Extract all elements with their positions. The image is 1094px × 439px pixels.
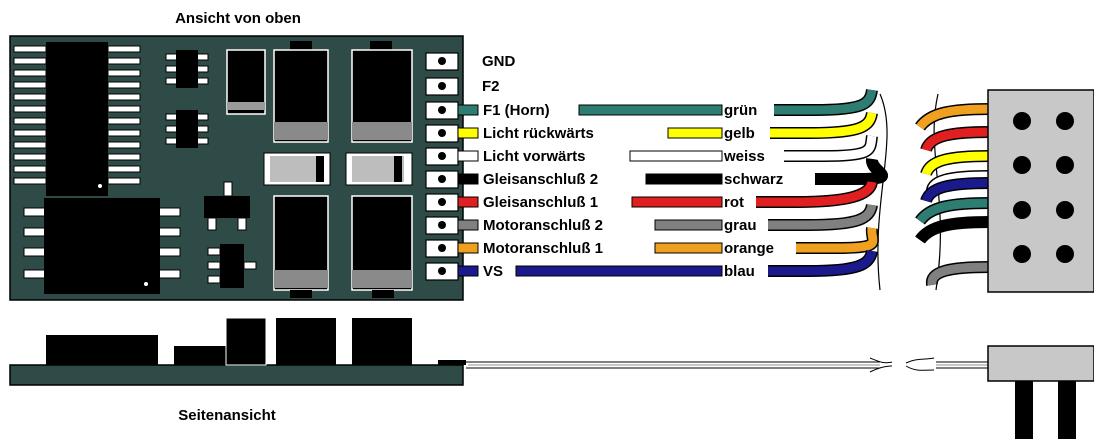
wire-tail (756, 180, 877, 207)
connector-wire (916, 198, 991, 224)
transistor-small (204, 181, 250, 231)
connector-wire (921, 127, 991, 152)
ic-large-upper (13, 42, 141, 196)
wire-segment (515, 265, 723, 277)
connector-pin (1056, 245, 1074, 263)
connector-block (987, 89, 1094, 293)
wire-color-label: grau (724, 217, 757, 234)
wire-tail (768, 249, 877, 276)
wire-pin-label: Licht vorwärts (483, 148, 586, 165)
wire-tail (774, 89, 877, 115)
side-pcb-board (9, 364, 464, 386)
connector-body (987, 89, 1094, 293)
resistor-2 (345, 152, 413, 186)
ic-small-2 (165, 110, 209, 148)
wire-tail (815, 158, 887, 184)
wire-tail (784, 135, 877, 161)
wire-segment (654, 242, 723, 254)
pin-label-gnd: GND (482, 53, 516, 70)
wire-segment (645, 173, 723, 185)
wire-pin-label: VS (483, 263, 503, 280)
wire-pin-label: Gleisanschluß 1 (483, 194, 598, 211)
ic-small-1 (165, 50, 209, 88)
connector-wire (916, 104, 991, 130)
top-view-title: Ansicht von oben (175, 10, 301, 27)
connector-wire (921, 151, 991, 176)
wire-stub (457, 219, 479, 231)
mosfet-1 (273, 41, 329, 143)
pcb-top-view (9, 35, 464, 301)
wire-segment (578, 104, 723, 116)
connector-pin (1056, 201, 1074, 219)
connector-pin (1013, 201, 1031, 219)
connector-pin (1013, 156, 1031, 174)
wire-color-label: orange (724, 240, 774, 257)
wire-stub (457, 150, 479, 162)
wire-stub (457, 242, 479, 254)
wire-segment (654, 219, 723, 231)
wire-stub (457, 173, 479, 185)
connector-pin (1056, 156, 1074, 174)
wire-color-label: weiss (723, 148, 765, 165)
pcb-side-view (9, 317, 1094, 439)
wire-tail (768, 203, 877, 230)
wire-stub (457, 265, 479, 277)
wire-pin-label: F1 (Horn) (483, 102, 550, 119)
wire-segment (631, 196, 723, 208)
wire-segment (667, 127, 723, 139)
connector-wire (927, 262, 991, 286)
mosfet-3 (273, 195, 329, 298)
wire-pin-label: Motoranschluß 1 (483, 240, 603, 257)
connector-pin (1013, 245, 1031, 263)
wire-cut-line (877, 93, 888, 291)
wire-pin-label: Licht rückwärts (483, 125, 594, 142)
connector-pin (1056, 112, 1074, 130)
wire-tail (770, 112, 877, 138)
wire-stub (457, 127, 479, 139)
ic-large-lower (23, 198, 181, 294)
wire-stub (457, 196, 479, 208)
wire-color-label: gelb (724, 125, 755, 142)
wire-color-label: rot (724, 194, 744, 211)
side-view-title: Seitenansicht (178, 407, 276, 424)
wire-tail (796, 227, 878, 253)
diode (226, 49, 266, 115)
mosfet-4 (351, 195, 413, 298)
pin-label-f2: F2 (482, 78, 500, 95)
wire-pin-label: Gleisanschluß 2 (483, 171, 598, 188)
wire-color-label: grün (724, 102, 757, 119)
resistor-1 (263, 152, 331, 186)
connector-wire (921, 178, 991, 203)
side-connector (987, 345, 1094, 382)
voltage-regulator (207, 244, 257, 288)
connector-pin (1013, 112, 1031, 130)
wire-stub (457, 104, 479, 116)
wire-color-label: blau (724, 263, 755, 280)
wire-segment (629, 150, 723, 162)
mosfet-2 (351, 41, 413, 143)
wire-pin-label: Motoranschluß 2 (483, 217, 603, 234)
wire-color-label: schwarz (724, 171, 783, 188)
connector-wire (916, 217, 991, 243)
